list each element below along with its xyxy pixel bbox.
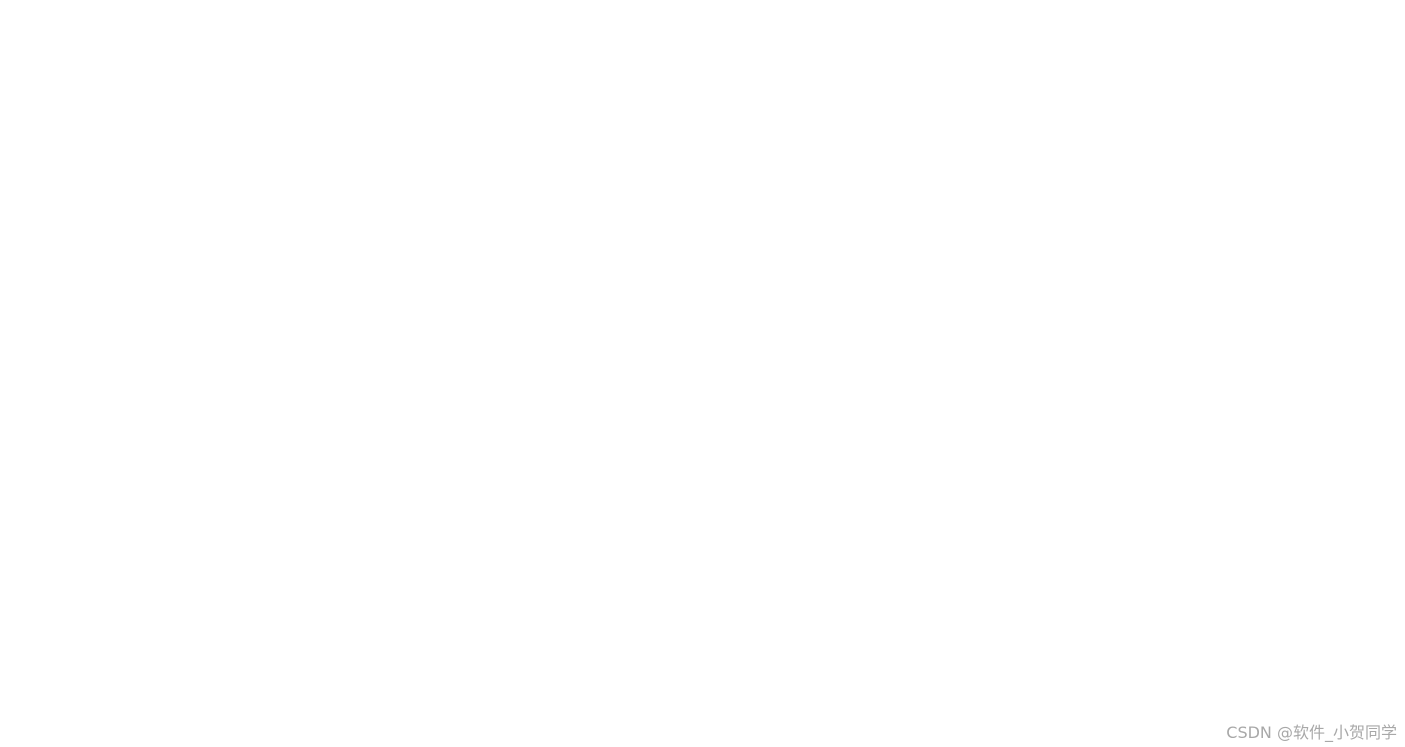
watermark-text: CSDN @软件_小贺同学 [1226, 723, 1397, 742]
